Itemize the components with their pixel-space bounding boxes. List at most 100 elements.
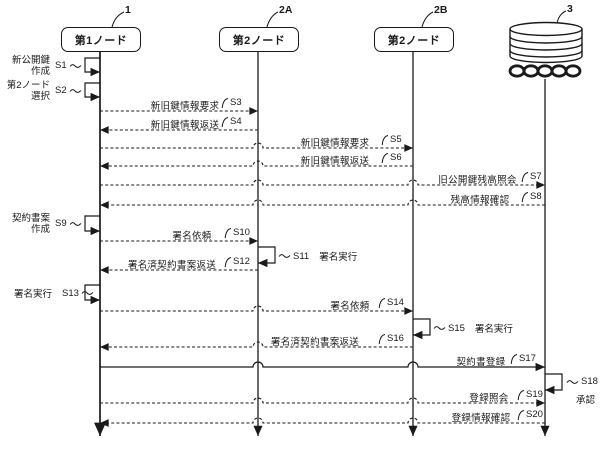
blockchain-chain-icon: [508, 64, 582, 78]
message-id-s3: S3: [221, 97, 242, 109]
step-id: S16: [387, 333, 404, 344]
step-id: S6: [390, 152, 402, 163]
message-text-s17: 契約書登録: [456, 357, 506, 368]
message-id-s12: S12: [224, 256, 250, 268]
message-text-s3: 新旧鍵情報要求: [150, 101, 220, 112]
activity-id-s18: S18: [566, 376, 598, 387]
arrow-s16: [100, 341, 413, 351]
node-box-node2a: 第2ノード: [219, 27, 299, 52]
step-id: S8: [530, 191, 542, 202]
message-text-s10: 署名依頼: [172, 231, 212, 242]
leader-squiggle-icon: [81, 291, 94, 295]
step-id: S19: [526, 389, 543, 400]
step-id: S12: [233, 256, 250, 267]
leader-hook-icon: [381, 153, 389, 164]
message-id-s14: S14: [378, 297, 404, 309]
activity-id-s1: S1: [55, 60, 82, 71]
leader-hook-icon: [521, 172, 529, 183]
arrow-s14: [100, 305, 413, 315]
message-id-s17: S17: [510, 353, 536, 365]
message-id-s4: S4: [221, 116, 242, 128]
arrow-s7: [100, 179, 546, 189]
leader-hook-icon: [378, 334, 386, 345]
activity-id-s2: S2: [55, 85, 82, 96]
message-text-s5: 新旧鍵情報要求: [300, 138, 370, 149]
node-label: 第2ノード: [232, 34, 286, 47]
leader-squiggle-icon: [69, 221, 81, 226]
dashed-messages: [100, 107, 546, 427]
activity-s15: S15 署名実行: [433, 321, 513, 335]
message-id-s6: S6: [381, 152, 402, 164]
loop-s1: [84, 57, 101, 77]
ref-number-node1: 1: [125, 4, 131, 16]
arrow-s20: [100, 417, 545, 427]
activity-s11: S11 署名実行: [278, 249, 357, 263]
lifelines: [94, 50, 550, 437]
leader-hook-icon: [224, 257, 232, 268]
leader-hook-icon: [221, 117, 229, 128]
ref-leader-3: [556, 10, 567, 24]
step-id: S13: [62, 287, 79, 299]
ref-leader-lines: [111, 10, 567, 28]
leader-hook-icon: [378, 298, 386, 309]
leader-squiggle-icon: [69, 63, 81, 68]
node-box-node1: 第1ノード: [61, 27, 141, 52]
message-text-s7: 旧公開鍵残高照会: [438, 175, 517, 186]
step-id: S11: [293, 250, 310, 262]
loop-s9: [84, 215, 101, 236]
message-text-s14: 署名依頼: [330, 301, 370, 312]
ref-leader-2a: [266, 11, 279, 28]
activity-label-s9: 契約書案 作成: [4, 213, 50, 235]
step-id: S9: [55, 218, 67, 229]
message-id-s19: S19: [517, 389, 543, 401]
loop-s2: [84, 82, 101, 102]
activity-label: 署名実行: [474, 324, 513, 335]
activity-label-line: 作成: [30, 224, 50, 235]
step-id: S15: [448, 322, 465, 334]
arrow-s8: [100, 199, 545, 209]
leader-hook-icon: [517, 410, 525, 421]
step-id: S18: [581, 376, 598, 387]
activity-label: 署名実行: [14, 289, 53, 300]
activity-label-s18: 承認: [576, 395, 596, 406]
loop-s11: [258, 246, 276, 268]
database-icon: [509, 21, 583, 64]
leader-hook-icon: [221, 98, 229, 109]
message-text-s20: 登録情報確認: [451, 413, 511, 424]
ref-number-node2a: 2A: [279, 4, 293, 16]
message-id-s10: S10: [224, 227, 250, 239]
message-text-s8: 残高情報確認: [450, 195, 510, 206]
message-text-s4: 新旧鍵情報返送: [150, 120, 220, 131]
ref-number-node2b: 2B: [434, 4, 448, 16]
activity-label: 署名実行: [319, 252, 358, 263]
loop-s13: [84, 284, 101, 305]
node-label: 第2ノード: [387, 34, 441, 47]
self-loops: [84, 57, 563, 395]
step-id: S2: [55, 85, 67, 96]
message-id-s20: S20: [517, 409, 543, 421]
step-id: S7: [530, 171, 542, 182]
arrow-s6: [100, 160, 413, 170]
message-id-s8: S8: [521, 191, 542, 203]
message-id-s16: S16: [378, 333, 404, 345]
step-id: S3: [230, 97, 242, 108]
leader-hook-icon: [517, 390, 525, 401]
leader-squiggle-icon: [69, 88, 81, 93]
activity-id-s9: S9: [55, 218, 82, 229]
node-box-node2b: 第2ノード: [374, 27, 454, 52]
activity-label-s1: 新公開鍵 作成: [4, 55, 50, 77]
activity-label-line: 選択: [30, 91, 50, 102]
message-text-s12: 署名済契約書案返送: [127, 260, 217, 271]
leader-hook-icon: [521, 192, 529, 203]
step-id: S4: [230, 116, 242, 127]
step-id: S1: [55, 60, 67, 71]
activity-label-line: 新公開鍵: [11, 55, 50, 66]
step-id: S5: [390, 134, 402, 145]
loop-s18: [545, 373, 563, 395]
loop-s15: [413, 318, 431, 340]
leader-hook-icon: [381, 135, 389, 146]
message-text-s19: 登録照会: [469, 393, 509, 404]
message-id-s5: S5: [381, 134, 402, 146]
